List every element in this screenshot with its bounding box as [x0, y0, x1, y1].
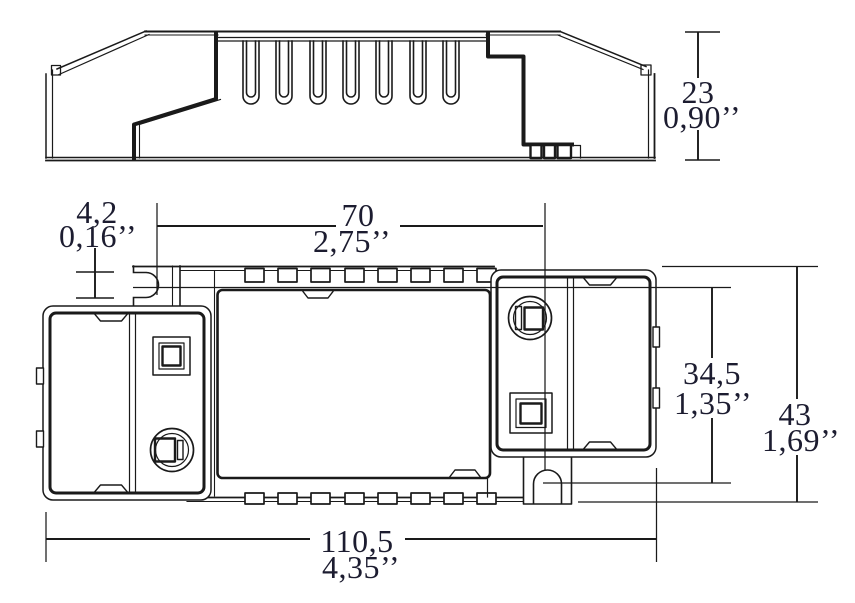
round-connector-mid [512, 300, 548, 336]
dim-body-height-inch: 1,35’’ [674, 385, 752, 421]
vent-slot-top [244, 267, 265, 283]
dim-profile-height-inch: 0,90’’ [663, 99, 741, 135]
side-right-ridge [486, 31, 574, 147]
dim-slot-width-mm: 4,2 [76, 194, 118, 230]
left-cap-split-line [128, 313, 137, 493]
fin-slot [342, 40, 360, 105]
left-cap-bottom-latch [94, 484, 128, 493]
side-left-ridge [132, 31, 218, 160]
extension-lines [45, 203, 818, 562]
right-cap-bottom-latch [583, 441, 617, 450]
round-connector-key [153, 437, 177, 463]
right-cap-top-latch [583, 277, 617, 286]
left-square-connector [152, 336, 191, 376]
plan-view-body [35, 265, 661, 505]
right-cap-side-clip [652, 326, 661, 348]
central-plate-bottom-latch [449, 469, 481, 478]
vent-slot-top [410, 267, 431, 283]
dim-overall-height-inch: 1,69’’ [762, 422, 840, 458]
side-left-chamfer-square [50, 64, 62, 76]
side-foot-tab [556, 143, 573, 160]
left-cap-side-clip [35, 367, 45, 385]
side-right-slope [559, 30, 647, 68]
side-left-slope-2 [58, 33, 150, 76]
vent-slot-top [443, 267, 464, 283]
side-left-slope [56, 30, 147, 70]
dimension-labels: 23 0,90’’ 4,2 0,16’’ 70 2,75’’ 34,5 1,35… [59, 74, 840, 585]
fin-slot [409, 40, 427, 105]
dim-profile-height-mm: 23 [682, 74, 715, 110]
side-left-ridge-echo [138, 98, 222, 159]
left-cap-side-clip [35, 430, 45, 448]
mount-slot-bottom-right [522, 457, 573, 505]
round-connector-outer [507, 295, 553, 341]
dim-slot-spacing-mm: 70 [342, 197, 375, 233]
side-right-chamfer-square [640, 64, 652, 76]
central-plate-top-latch [302, 290, 334, 299]
dim-overall-length-mm: 110,5 [320, 523, 393, 559]
side-foot-tab [529, 143, 543, 160]
side-foot-tab [542, 143, 557, 160]
right-square-connector [509, 392, 553, 434]
vent-slot-bottom [476, 492, 497, 505]
right-cap-side-clip [652, 387, 661, 409]
vent-slot-bottom [244, 492, 265, 505]
vent-slot-bottom [410, 492, 431, 505]
right-round-connector [507, 295, 553, 341]
square-connector-mid [158, 342, 185, 370]
left-cap-top-latch [94, 313, 128, 322]
vent-slot-top [277, 267, 298, 283]
square-connector-mid [515, 398, 547, 429]
dim-overall-length-inch: 4,35’’ [322, 549, 400, 585]
vent-slot-top [344, 267, 365, 283]
round-connector-bar [176, 439, 184, 461]
vent-slot-top [377, 267, 398, 283]
fin-slot [375, 40, 393, 105]
left-round-connector [149, 427, 195, 473]
fin-slot [309, 40, 327, 105]
round-connector-key [523, 306, 545, 331]
square-connector-outer [509, 392, 553, 434]
side-right-step [571, 144, 582, 159]
right-cap-inner [495, 275, 652, 452]
round-connector-bar [514, 305, 523, 331]
square-connector-inner [519, 402, 543, 425]
dim-slot-width-inch: 0,16’’ [59, 218, 137, 254]
square-connector-inner [161, 345, 182, 367]
side-right-slope-2 [557, 34, 644, 71]
right-end-cap [490, 269, 661, 458]
left-cap-outer [42, 305, 212, 501]
vent-slot-bottom [344, 492, 365, 505]
left-cap-inner [48, 311, 206, 495]
dim-slot-spacing-inch: 2,75’’ [313, 223, 391, 259]
fin-slot [242, 40, 260, 105]
right-cap-split-line [566, 277, 575, 450]
dimension-line-strokes [46, 32, 798, 540]
vent-slot-bottom [277, 492, 298, 505]
fin-slot [442, 40, 460, 105]
vent-slot-bottom [443, 492, 464, 505]
side-view-profile [45, 30, 656, 162]
mount-slot-top-left [132, 265, 160, 311]
dimension-end-ticks [76, 31, 720, 299]
left-end-cap [35, 305, 212, 501]
dim-body-height-mm: 34,5 [683, 355, 741, 391]
vent-slot-top [310, 267, 331, 283]
fin-slot [275, 40, 293, 105]
round-connector-outer [149, 427, 195, 473]
dim-overall-height-mm: 43 [779, 396, 812, 432]
square-connector-outer [152, 336, 191, 376]
dimension-lines [45, 31, 818, 562]
central-plate [216, 288, 492, 480]
vent-slot-bottom [377, 492, 398, 505]
vent-slot-bottom [310, 492, 331, 505]
